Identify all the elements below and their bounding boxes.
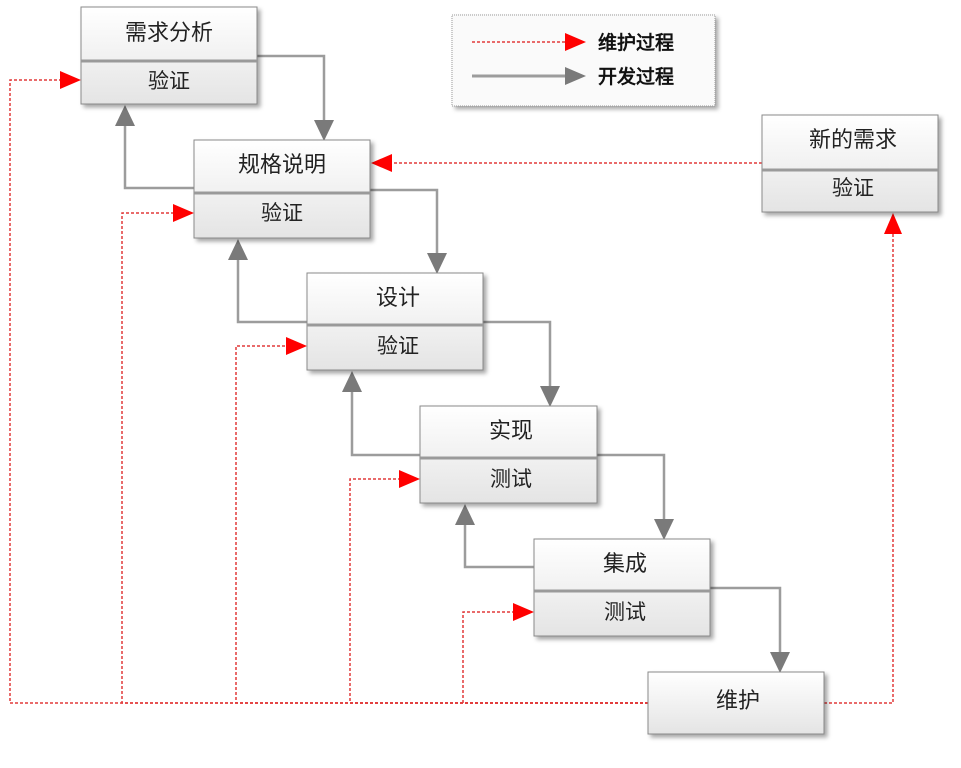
arrowhead-icon (654, 519, 674, 540)
arrowhead-icon (314, 120, 334, 141)
box-new-requirements: 新的需求 验证 (761, 114, 939, 213)
box-title: 维护 (716, 689, 760, 714)
box-sub: 验证 (261, 201, 303, 225)
arrow-maint-to-integ (462, 611, 648, 704)
arrowhead-icon (455, 504, 475, 525)
arrowhead-icon (115, 105, 135, 126)
box-title: 需求分析 (125, 21, 213, 46)
arrow-maint-to-req (9, 79, 648, 704)
arrowhead-icon (884, 213, 902, 234)
legend-maintenance-arrow-icon (565, 33, 586, 51)
arrow-design-to-impl (483, 320, 552, 390)
development-arrows (115, 54, 790, 673)
arrowhead-icon (427, 253, 447, 274)
arrow-design-back-to-spec (236, 256, 307, 324)
arrowhead-icon (286, 337, 307, 355)
box-sub: 验证 (832, 176, 874, 200)
arrow-spec-back-to-req (123, 122, 194, 190)
arrowhead-icon (342, 371, 362, 392)
arrowhead-icon (228, 239, 248, 260)
arrowhead-icon (60, 71, 81, 89)
arrow-integ-back-to-impl (463, 521, 534, 569)
arrowhead-icon (173, 204, 194, 222)
arrow-req-to-spec (257, 54, 326, 124)
arrow-impl-back-to-design (350, 388, 420, 457)
arrowhead-icon (770, 652, 790, 673)
box-specification: 规格说明 验证 (193, 139, 371, 239)
arrowhead-icon (513, 603, 534, 621)
box-title: 设计 (376, 286, 420, 311)
legend: 维护过程 开发过程 (451, 14, 716, 107)
box-title: 实现 (489, 419, 533, 444)
box-sub: 验证 (148, 69, 190, 93)
box-implementation: 实现 测试 (419, 405, 598, 504)
arrow-impl-to-integ (597, 453, 666, 523)
arrow-spec-to-design (370, 188, 439, 257)
arrow-maint-to-design (235, 345, 648, 704)
box-title: 新的需求 (809, 128, 897, 153)
box-design: 设计 验证 (306, 272, 484, 371)
arrow-maint-to-new-req (824, 232, 894, 704)
box-title: 集成 (603, 552, 647, 577)
legend-development-arrow-icon (565, 67, 586, 85)
box-title: 规格说明 (238, 153, 326, 178)
arrow-maint-to-impl (349, 478, 648, 704)
legend-maintenance-label: 维护过程 (598, 31, 674, 54)
box-sub: 测试 (604, 600, 646, 624)
box-requirements: 需求分析 验证 (80, 6, 258, 105)
maintenance-arrows (9, 71, 902, 704)
box-sub: 验证 (377, 334, 419, 358)
arrowhead-icon (371, 154, 392, 172)
arrow-integ-to-maint (710, 586, 782, 656)
box-maintenance: 维护 (647, 671, 825, 735)
box-sub: 测试 (490, 467, 532, 491)
legend-development-label: 开发过程 (598, 65, 674, 88)
arrowhead-icon (540, 386, 560, 407)
arrowhead-icon (399, 470, 420, 488)
box-integration: 集成 测试 (533, 538, 711, 637)
